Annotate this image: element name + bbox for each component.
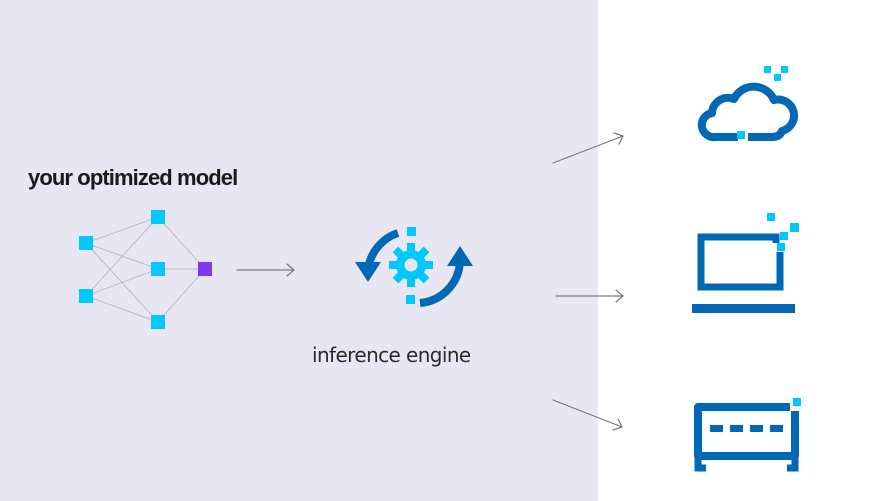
arrow-engine-to-edge-device <box>552 399 623 431</box>
model-title: your optimized model <box>28 165 238 190</box>
output-node <box>198 262 212 276</box>
input-node <box>79 236 93 250</box>
hidden-node <box>151 315 165 329</box>
arrow-engine-to-cloud <box>552 132 624 164</box>
hidden-node <box>151 210 165 224</box>
network-edges <box>85 216 206 323</box>
arrow-model-to-engine <box>236 263 295 277</box>
model-panel-background <box>0 0 598 501</box>
hidden-node <box>151 262 165 276</box>
inference-engine-label: inference engine <box>312 343 471 367</box>
input-node <box>79 289 93 303</box>
gear-icon <box>389 243 433 287</box>
arrow-engine-to-laptop <box>555 289 624 303</box>
